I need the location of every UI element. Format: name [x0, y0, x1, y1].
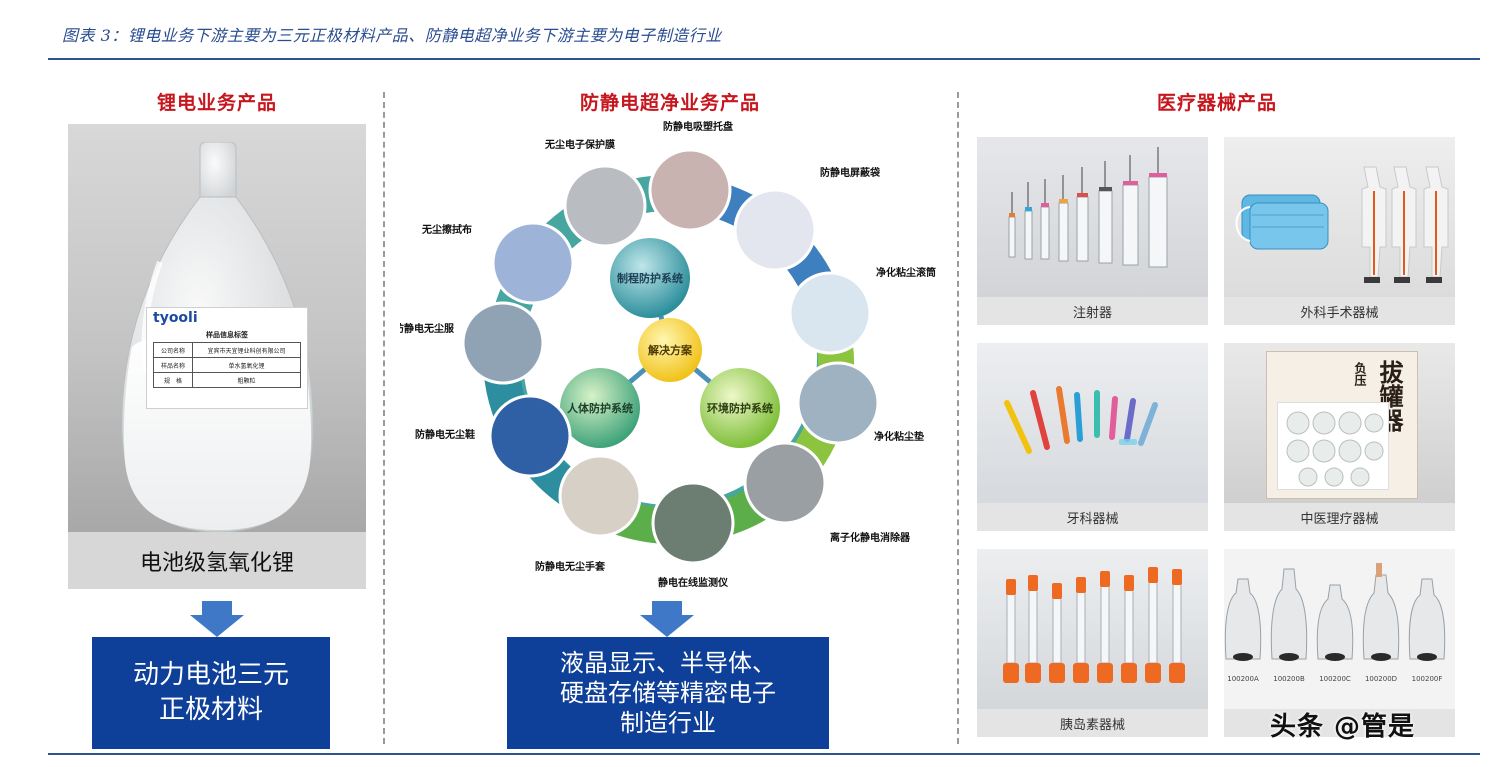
- tile-caption: 外科手术器械: [1224, 297, 1455, 325]
- label-film: 无尘电子保护膜: [544, 138, 615, 151]
- arrow-down-icon: [190, 601, 244, 637]
- divider-left: [383, 92, 385, 744]
- label-monitor: 静电在线监测仪: [658, 576, 729, 589]
- lithium-hydroxide-photo: tyooli 样品信息标签 公司名称 宜宾市天宜锂业科创有限公司 样品名称 单水…: [68, 124, 366, 532]
- label-suit: 防静电无尘服: [400, 322, 455, 335]
- process-protection-node: [610, 238, 690, 318]
- divider-right: [957, 92, 959, 744]
- face-mask-icon: [1235, 194, 1329, 250]
- downstream-line: 正极材料: [158, 695, 263, 725]
- antistatic-solution-diagram: 制程防护系统 人体防护系统 环境防护系统 解决方案 防静电吸塑托盘 防静电屏蔽袋…: [400, 120, 936, 589]
- label-shield-bag: 防静电屏蔽袋: [820, 166, 881, 179]
- hub-center-label: 解决方案: [648, 343, 693, 357]
- tile-syringe: 注射器: [977, 137, 1208, 325]
- vacuum-device-photo: 100200A 100200B 100200C 100200D 100200F: [1224, 549, 1455, 709]
- wipe-photo: [491, 221, 575, 305]
- monitor-photo: [651, 481, 735, 565]
- ionizer-photo: [743, 441, 827, 525]
- downstream-line: 硬盘存储等精密电子: [560, 679, 776, 707]
- environment-protection-node: [700, 368, 780, 448]
- suit-photo: [461, 301, 545, 385]
- tile-caption: [1224, 709, 1455, 737]
- label-row: 公司名称 宜宾市天宜锂业科创有限公司: [153, 342, 301, 358]
- watermark: 头条 @管是: [1270, 712, 1416, 742]
- tcm-photo: 拔罐器 负压: [1224, 343, 1455, 503]
- lithium-product-name: 电池级氢氧化锂: [68, 532, 366, 589]
- medical-section-title: 医疗器械产品: [1156, 92, 1277, 114]
- arrow-down-icon: [640, 601, 694, 637]
- bottom-rule: [48, 753, 1480, 755]
- tile-surgical: 外科手术器械: [1224, 137, 1455, 325]
- label-tray: 防静电吸塑托盘: [663, 120, 733, 133]
- model-label: 100200B: [1273, 675, 1305, 683]
- lithium-section-title: 锂电业务产品: [156, 92, 277, 114]
- solution-center-node: [638, 318, 702, 382]
- label-row: 规 格 粗颗粒: [153, 373, 301, 388]
- label-row: 样品名称 单水氢氧化锂: [153, 358, 301, 373]
- brand-logo: tyooli: [153, 310, 198, 326]
- top-rule: [48, 58, 1480, 60]
- hub-top-label: 制程防护系统: [617, 271, 683, 285]
- shoe-photo: [488, 394, 572, 478]
- film-photo: [563, 164, 647, 248]
- lithium-downstream-box: 动力电池三元 正极材料: [92, 637, 330, 749]
- downstream-line: 液晶显示、半导体、: [560, 649, 776, 677]
- hub-right-label: 环境防护系统: [707, 401, 773, 415]
- dental-photo: [977, 343, 1208, 503]
- dust-roller-photo: [788, 271, 872, 355]
- tray-photo: [648, 148, 732, 232]
- cupping-box: 拔罐器 负压: [1266, 351, 1418, 499]
- label-ionizer: 离子化静电消除器: [830, 531, 911, 544]
- sticky-mat-photo: [796, 361, 880, 445]
- downstream-line: 制造行业: [620, 709, 716, 737]
- tile-insulin: 胰岛素器械: [977, 549, 1208, 737]
- surgical-photo: [1224, 137, 1455, 297]
- syringe-photo: [977, 137, 1208, 297]
- downstream-line: 动力电池三元: [132, 659, 289, 690]
- cup-tray: [1277, 402, 1389, 490]
- tile-caption: 注射器: [977, 297, 1208, 325]
- insulin-photo: [977, 549, 1208, 709]
- model-label: 100200C: [1319, 675, 1351, 683]
- sample-label-sticker: tyooli 样品信息标签 公司名称 宜宾市天宜锂业科创有限公司 样品名称 单水…: [146, 307, 308, 409]
- label-shoe: 防静电无尘鞋: [415, 428, 475, 441]
- product-photo-circles: [461, 148, 880, 565]
- model-label: 100200F: [1412, 675, 1443, 683]
- antistatic-downstream-box: 液晶显示、半导体、 硬盘存储等精密电子 制造行业: [507, 637, 829, 749]
- label-sticky-mat: 净化粘尘垫: [874, 430, 924, 443]
- model-label: 100200A: [1227, 675, 1259, 683]
- tile-dental: 牙科器械: [977, 343, 1208, 531]
- shield-bag-photo: [733, 188, 817, 272]
- tile-caption: 胰岛素器械: [977, 709, 1208, 737]
- tile-caption: 牙科器械: [977, 503, 1208, 531]
- label-glove: 防静电无尘手套: [535, 560, 606, 573]
- sample-label-table: 公司名称 宜宾市天宜锂业科创有限公司 样品名称 单水氢氧化锂 规 格 粗颗粒: [153, 342, 301, 388]
- glove-photo: [558, 454, 642, 538]
- antistatic-section-title: 防静电超净业务产品: [579, 92, 760, 114]
- figure-caption: 图表 3：锂电业务下游主要为三元正极材料产品、防静电超净业务下游主要为电子制造行…: [62, 26, 722, 45]
- hub-left-label: 人体防护系统: [567, 401, 633, 415]
- tile-caption: 中医理疗器械: [1224, 503, 1455, 531]
- cupping-box-subtitle: 负压: [1353, 362, 1367, 386]
- human-protection-node: [560, 368, 640, 448]
- model-label: 100200D: [1365, 675, 1397, 683]
- sample-label-heading: 样品信息标签: [206, 330, 248, 339]
- tile-tcm: 拔罐器 负压 中医理疗器械: [1224, 343, 1455, 531]
- label-wipe: 无尘擦拭布: [421, 223, 472, 236]
- tile-vacuum: 100200A 100200B 100200C 100200D 100200F: [1224, 549, 1455, 737]
- label-dust-roller: 净化粘尘滚筒: [876, 266, 936, 279]
